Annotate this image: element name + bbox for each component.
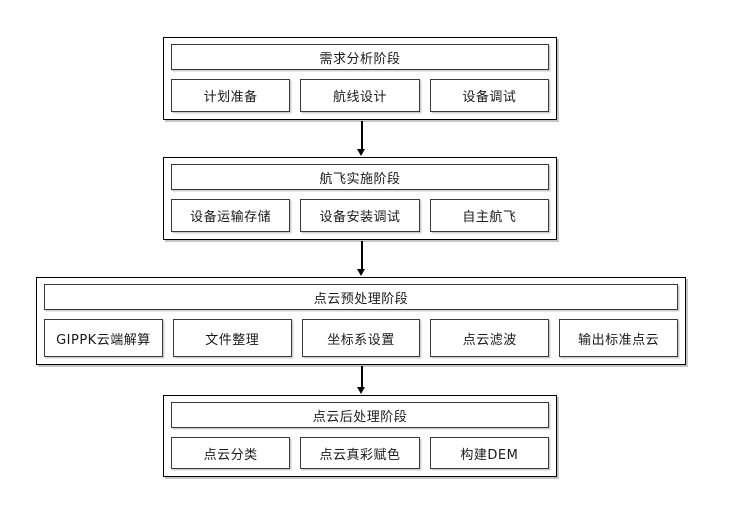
step-box-2-1[interactable]: 设备运输存储 [171, 199, 291, 232]
stage-header-4[interactable]: 点云后处理阶段 [171, 402, 549, 428]
step-box-2-3[interactable]: 自主航飞 [429, 199, 549, 232]
stage-header-2[interactable]: 航飞实施阶段 [171, 164, 549, 190]
stage-container-3[interactable]: 点云预处理阶段 GIPPK云端解算 文件整理 坐标系设置 点云滤波 输出标准点云 [36, 277, 686, 365]
step-box-4-1[interactable]: 点云分类 [171, 437, 291, 469]
step-box-3-5[interactable]: 输出标准点云 [559, 319, 678, 357]
stage-container-1[interactable]: 需求分析阶段 计划准备 航线设计 设备调试 [163, 37, 557, 120]
stage-container-2[interactable]: 航飞实施阶段 设备运输存储 设备安装调试 自主航飞 [163, 157, 557, 240]
step-box-3-1[interactable]: GIPPK云端解算 [44, 319, 163, 357]
step-box-4-3[interactable]: 构建DEM [429, 437, 549, 469]
step-box-1-2[interactable]: 航线设计 [300, 79, 420, 112]
connector-arrowhead-3-4 [357, 387, 365, 394]
connector-line-3-4 [361, 366, 363, 388]
step-box-3-4[interactable]: 点云滤波 [430, 319, 550, 357]
connector-arrowhead-2-3 [357, 269, 365, 276]
stage-steps-row-4: 点云分类 点云真彩赋色 构建DEM [171, 437, 549, 469]
stage-steps-row-3: GIPPK云端解算 文件整理 坐标系设置 点云滤波 输出标准点云 [44, 319, 678, 357]
connector-arrowhead-1-2 [357, 149, 365, 156]
step-box-4-2[interactable]: 点云真彩赋色 [300, 437, 420, 469]
step-box-2-2[interactable]: 设备安装调试 [300, 199, 420, 232]
stage-steps-row-1: 计划准备 航线设计 设备调试 [171, 79, 549, 112]
step-box-3-2[interactable]: 文件整理 [172, 319, 292, 357]
connector-line-2-3 [361, 241, 363, 270]
connector-line-1-2 [361, 121, 363, 150]
step-box-1-1[interactable]: 计划准备 [171, 79, 291, 112]
stage-steps-row-2: 设备运输存储 设备安装调试 自主航飞 [171, 199, 549, 232]
stage-header-3[interactable]: 点云预处理阶段 [44, 284, 678, 310]
step-box-1-3[interactable]: 设备调试 [429, 79, 549, 112]
step-box-3-3[interactable]: 坐标系设置 [301, 319, 421, 357]
stage-container-4[interactable]: 点云后处理阶段 点云分类 点云真彩赋色 构建DEM [163, 395, 557, 477]
stage-header-1[interactable]: 需求分析阶段 [171, 44, 549, 70]
